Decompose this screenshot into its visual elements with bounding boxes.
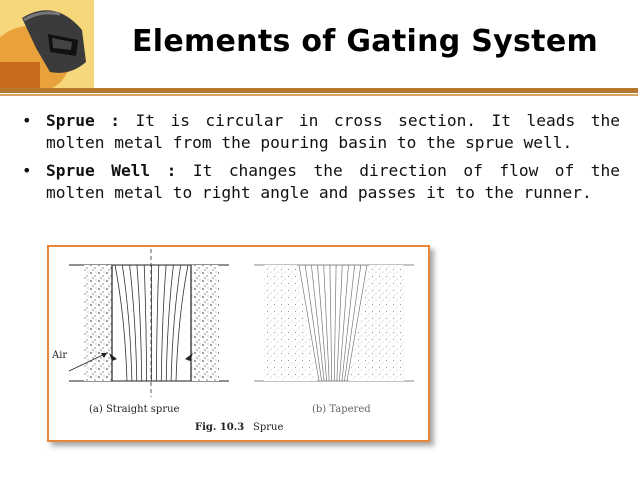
streamline xyxy=(121,264,133,382)
streamline xyxy=(341,264,355,382)
tapered-sprue-diagram xyxy=(254,264,414,382)
bullet-text: It changes the direction of flow of the … xyxy=(46,161,620,202)
streamline xyxy=(114,264,128,382)
streamline xyxy=(160,264,167,382)
slide-header: Elements of Gating System xyxy=(0,0,638,92)
header-rule xyxy=(0,88,638,93)
streamline xyxy=(143,264,147,382)
streamline xyxy=(156,264,160,382)
bullet-dot: • xyxy=(22,111,32,130)
streamline xyxy=(329,264,333,382)
streamline xyxy=(317,264,327,382)
streamline xyxy=(344,264,362,382)
bullet-text: It is circular in cross section. It lead… xyxy=(46,111,620,152)
streamline xyxy=(165,264,174,382)
air-label: Air xyxy=(52,350,68,361)
caption-tapered: (b) Tapered xyxy=(312,404,371,415)
streamline xyxy=(175,264,189,382)
straight-sprue-diagram xyxy=(68,249,229,397)
header-rule-thin xyxy=(0,94,638,96)
streamline xyxy=(311,264,325,382)
bullet-term: Sprue : xyxy=(46,111,120,130)
streamline xyxy=(323,264,330,382)
bullet-list: • Sprue : It is circular in cross sectio… xyxy=(20,110,620,210)
sprue-figure: Air (a) Straight sprue (b) Tapered Fig. … xyxy=(47,245,430,442)
streamline xyxy=(304,264,322,382)
streamline xyxy=(339,264,349,382)
streamline xyxy=(129,264,138,382)
streamline xyxy=(136,264,143,382)
welder-mask-logo xyxy=(0,0,94,92)
slide-title: Elements of Gating System xyxy=(131,24,599,59)
streamline xyxy=(346,264,368,382)
streamline xyxy=(336,264,343,382)
streamline xyxy=(298,264,320,382)
caption-straight-sprue: (a) Straight sprue xyxy=(89,404,180,415)
figure-title: Sprue xyxy=(253,422,284,433)
sprue-diagrams xyxy=(68,249,414,397)
bullet-sprue: • Sprue : It is circular in cross sectio… xyxy=(20,110,620,154)
bullet-sprue-well: • Sprue Well : It changes the direction … xyxy=(20,160,620,204)
streamline xyxy=(333,264,337,382)
bullet-dot: • xyxy=(22,161,32,180)
streamline xyxy=(170,264,182,382)
figure-number: Fig. 10.3 xyxy=(195,422,245,433)
bullet-term: Sprue Well : xyxy=(46,161,177,180)
